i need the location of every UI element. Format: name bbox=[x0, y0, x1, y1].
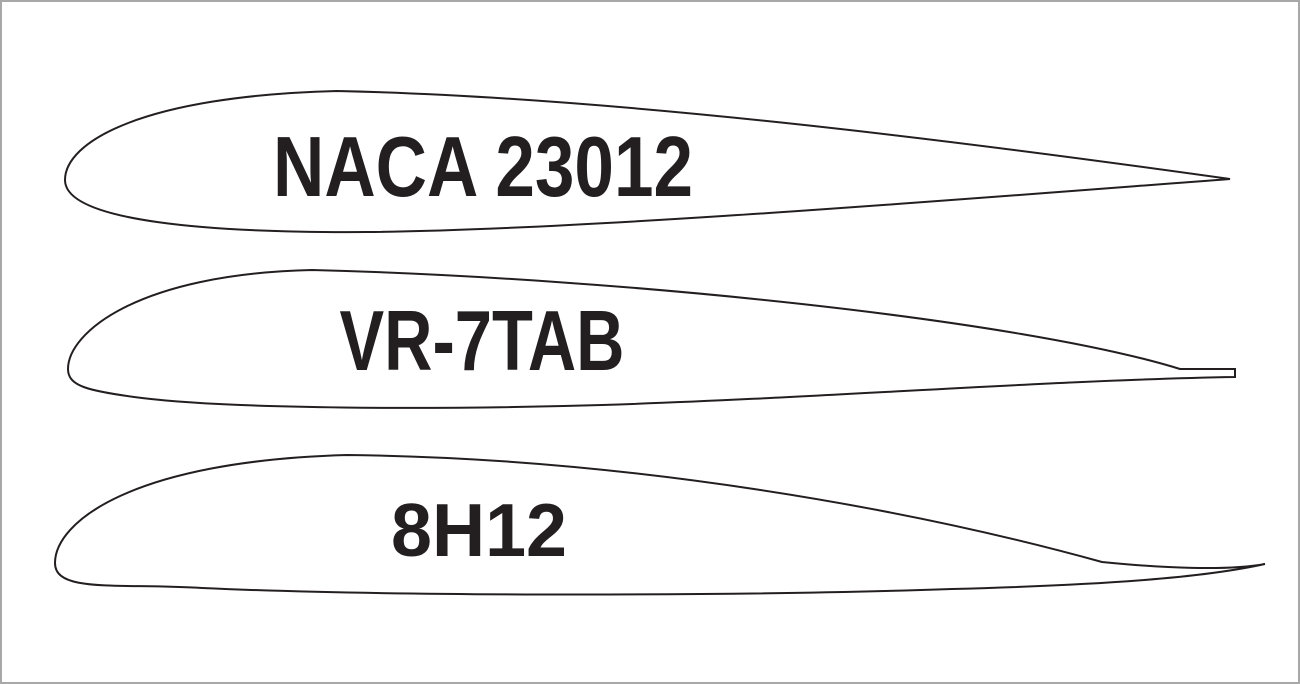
8h12-outline bbox=[53, 453, 1266, 596]
vr-7tab-label: VR-7TAB bbox=[340, 294, 625, 389]
vr-7tab-outline bbox=[66, 268, 1236, 409]
airfoil-naca-23012: NACA 23012 bbox=[63, 89, 1231, 234]
8h12-label: 8H12 bbox=[391, 488, 567, 572]
naca-23012-label: NACA 23012 bbox=[273, 120, 693, 215]
naca-23012-outline bbox=[63, 89, 1231, 234]
airfoil-8h12: 8H12 bbox=[53, 453, 1266, 596]
airfoil-vr-7tab: VR-7TAB bbox=[66, 268, 1236, 409]
